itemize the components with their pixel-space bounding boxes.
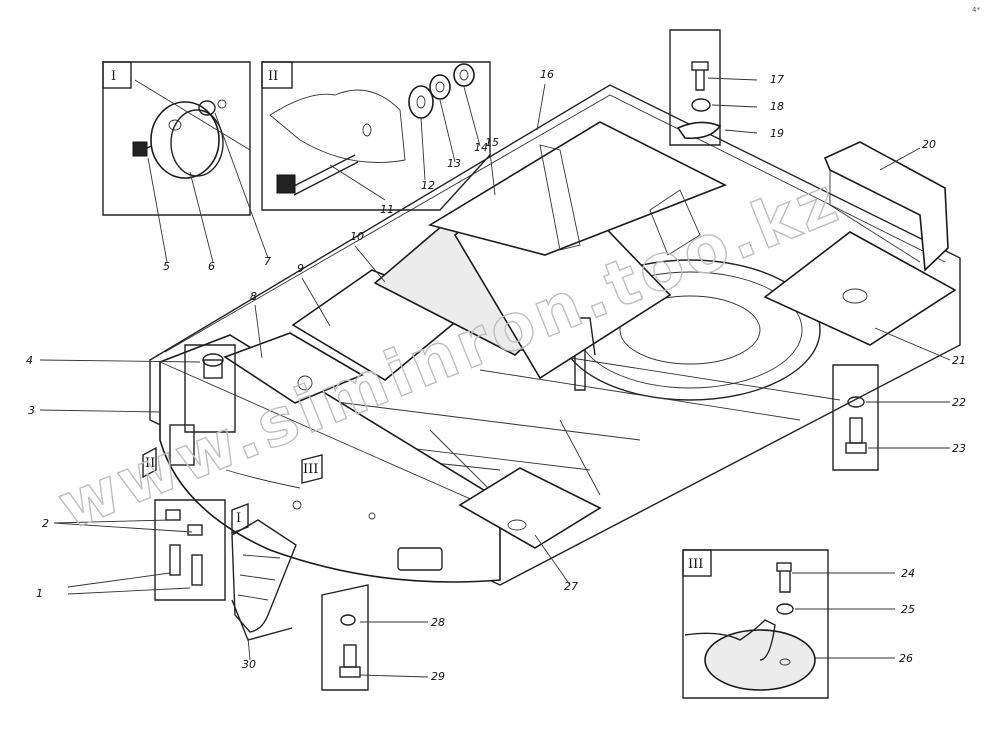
plate-15 bbox=[427, 121, 727, 256]
part-label-27: 27 bbox=[564, 580, 578, 593]
callout-II: II bbox=[142, 446, 157, 479]
part-label-14: 14 bbox=[474, 141, 488, 154]
plate-27 bbox=[458, 467, 602, 549]
part-label-24: 24 bbox=[901, 567, 915, 580]
bolt-5-head bbox=[132, 141, 148, 157]
detail-1-2 bbox=[154, 499, 226, 601]
detail-22-23 bbox=[832, 364, 879, 471]
detail-17-19 bbox=[669, 29, 721, 146]
plate-21 bbox=[763, 231, 957, 346]
part-label-28: 28 bbox=[431, 616, 445, 629]
part-label-1: 1 bbox=[36, 587, 43, 600]
plate-8 bbox=[223, 332, 364, 404]
part-labels: 1 2 3 4 5 6 7 8 9 10 11 12 13 14 15 16 1… bbox=[26, 68, 966, 683]
svg-text:I: I bbox=[236, 511, 241, 526]
callout-I: I bbox=[231, 502, 249, 535]
part-label-15: 15 bbox=[485, 136, 499, 149]
part-label-12: 12 bbox=[421, 179, 435, 192]
inset-II: II bbox=[261, 61, 491, 211]
part-label-18: 18 bbox=[770, 100, 784, 113]
part-label-6: 6 bbox=[208, 260, 215, 273]
counterweight-side-slot bbox=[169, 424, 195, 466]
svg-text:II: II bbox=[145, 456, 155, 471]
part-label-26: 26 bbox=[899, 652, 913, 665]
detail-4 bbox=[184, 344, 236, 433]
part-label-29: 29 bbox=[431, 670, 445, 683]
part-label-13: 13 bbox=[447, 157, 461, 170]
inset-I-label: I bbox=[111, 69, 116, 84]
part-label-17: 17 bbox=[770, 73, 784, 86]
part-label-11: 11 bbox=[380, 203, 394, 216]
part-label-9: 9 bbox=[297, 262, 304, 275]
part-label-22: 22 bbox=[952, 396, 966, 409]
part-label-5: 5 bbox=[163, 260, 170, 273]
part-label-8: 8 bbox=[250, 290, 257, 303]
inset-III-label: III bbox=[688, 557, 703, 572]
part-label-21: 21 bbox=[952, 354, 966, 367]
part-label-16: 16 bbox=[540, 68, 554, 81]
part-label-10: 10 bbox=[350, 230, 364, 243]
part-label-19: 19 bbox=[770, 127, 784, 140]
part-label-25: 25 bbox=[901, 603, 915, 616]
callout-III: III bbox=[301, 454, 323, 484]
part-label-7: 7 bbox=[264, 255, 271, 268]
part-label-2: 2 bbox=[42, 517, 49, 530]
inset-II-label: II bbox=[268, 69, 278, 84]
corner-mark: 4* bbox=[972, 6, 980, 14]
inset-I: I bbox=[102, 61, 251, 216]
detail-28-29 bbox=[321, 584, 369, 691]
part-label-30: 30 bbox=[242, 658, 256, 671]
leader-lines bbox=[39, 77, 951, 678]
part-label-3: 3 bbox=[28, 404, 35, 417]
box-20 bbox=[823, 141, 949, 272]
part-label-4: 4 bbox=[26, 354, 33, 367]
svg-text:III: III bbox=[303, 462, 318, 477]
counterweight-slot bbox=[397, 547, 443, 571]
part-label-20: 20 bbox=[922, 138, 936, 151]
part-label-23: 23 bbox=[952, 442, 966, 455]
inset-III: III bbox=[682, 549, 829, 699]
